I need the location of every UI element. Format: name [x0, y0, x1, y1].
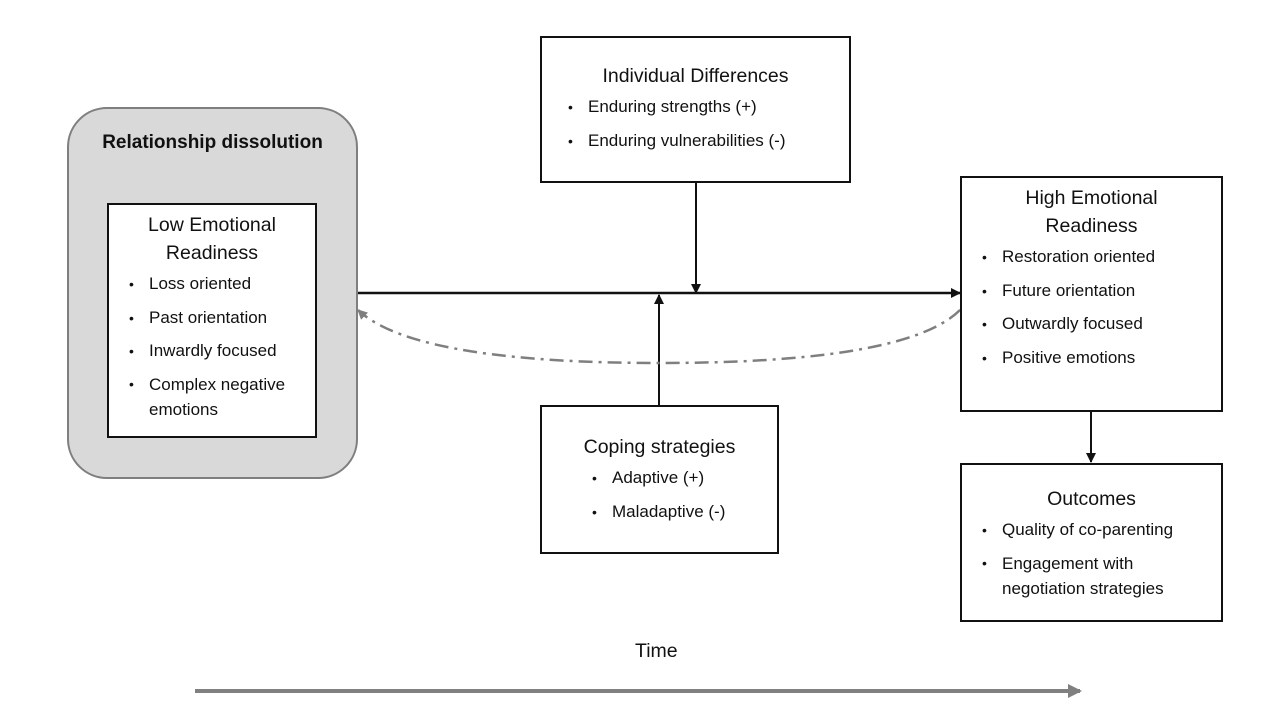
low-readiness-title-line2: Readiness: [165, 242, 259, 264]
list-item: Future orientation: [976, 278, 1213, 304]
outcomes-list: Quality of co-parenting Engagement with …: [976, 517, 1213, 601]
low-readiness-title-line1: Low Emotional: [148, 214, 276, 236]
list-item: Maladaptive (-): [586, 499, 767, 525]
time-label: Time: [635, 640, 678, 662]
relationship-dissolution-title: Relationship dissolution: [102, 132, 323, 153]
list-item: Positive emotions: [976, 345, 1213, 371]
list-item: Restoration oriented: [976, 244, 1213, 270]
high-readiness-title-line1: High Emotional: [1025, 187, 1158, 209]
list-item: Inwardly focused: [123, 338, 307, 364]
list-item: Past orientation: [123, 305, 307, 331]
individual-differences-list: Enduring strengths (+) Enduring vulnerab…: [562, 94, 839, 154]
list-item: Outwardly focused: [976, 311, 1213, 337]
coping-strategies-title: Coping strategies: [583, 436, 736, 458]
coping-strategies-box: Coping strategies Adaptive (+) Maladapti…: [540, 405, 779, 554]
list-item: Loss oriented: [123, 271, 307, 297]
individual-differences-title: Individual Differences: [602, 65, 789, 87]
list-item: Quality of co-parenting: [976, 517, 1213, 543]
list-item: Complex negative emotions: [123, 372, 307, 422]
high-readiness-list: Restoration oriented Future orientation …: [976, 244, 1213, 371]
feedback-curve-arrow: [357, 300, 970, 365]
list-item: Engagement with negotiation strategies: [976, 551, 1213, 601]
high-readiness-title-line2: Readiness: [1045, 215, 1138, 237]
individual-differences-box: Individual Differences Enduring strength…: [540, 36, 851, 183]
outcomes-box: Outcomes Quality of co-parenting Engagem…: [960, 463, 1223, 622]
list-item: Enduring strengths (+): [562, 94, 839, 120]
list-item: Adaptive (+): [586, 465, 767, 491]
low-emotional-readiness-box: Low Emotional Readiness Loss oriented Pa…: [107, 203, 317, 438]
low-readiness-list: Loss oriented Past orientation Inwardly …: [123, 271, 307, 422]
coping-strategies-list: Adaptive (+) Maladaptive (-): [586, 465, 767, 525]
outcomes-title: Outcomes: [1047, 488, 1136, 510]
list-item: Enduring vulnerabilities (-): [562, 128, 839, 154]
high-emotional-readiness-box: High Emotional Readiness Restoration ori…: [960, 176, 1223, 412]
